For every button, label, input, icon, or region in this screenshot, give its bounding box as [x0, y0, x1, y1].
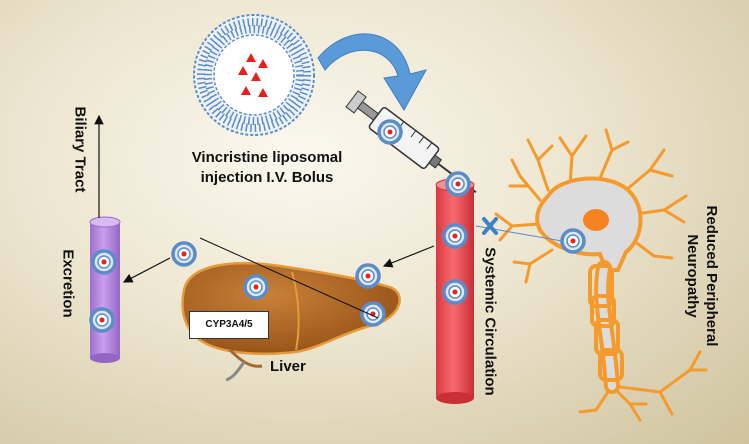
vincristine-line1: Vincristine liposomal [191, 149, 343, 166]
curved-arrow [317, 33, 427, 111]
excretion-label: Excretion [59, 249, 77, 318]
liposome-liver-1 [243, 274, 269, 300]
arrow-to-excretion [122, 257, 171, 283]
biliary-label: Biliary Tract [71, 106, 89, 193]
liposome-vessel-2 [442, 279, 468, 305]
biliary-vessel [89, 216, 121, 363]
liposome-excretion-2 [89, 307, 115, 333]
liposome-liver-entry [171, 241, 197, 267]
liposome-liver-2 [355, 263, 381, 289]
liver-line [199, 237, 379, 319]
liver-label: Liver [270, 358, 306, 375]
liposome-large [193, 14, 315, 136]
liposome-vessel-top [445, 171, 471, 197]
arrow-to-liver [382, 245, 435, 268]
liposome-neuron [560, 228, 586, 254]
vincristine-label: Vincristine liposomal injection I.V. Bol… [172, 148, 362, 188]
nucleus [583, 209, 609, 231]
liposome-liver-3 [360, 301, 386, 327]
neuropathy-line2: Neuropathy [684, 234, 701, 318]
systemic-circulation-label: Systemic Circulation [481, 247, 499, 396]
liposome-in-syringe [377, 119, 403, 145]
neuron [494, 128, 708, 422]
axon [588, 260, 624, 394]
neuropathy-line1: Reduced Peripheral [703, 205, 720, 347]
liposome-excretion-1 [91, 249, 117, 275]
enzyme-label: CYP3A4/5 [189, 311, 269, 339]
block-x-icon [482, 217, 498, 235]
liposome-vessel-1 [442, 223, 468, 249]
neuropathy-label: Reduced Peripheral Neuropathy [683, 196, 721, 356]
vincristine-line2: injection I.V. Bolus [200, 169, 334, 186]
